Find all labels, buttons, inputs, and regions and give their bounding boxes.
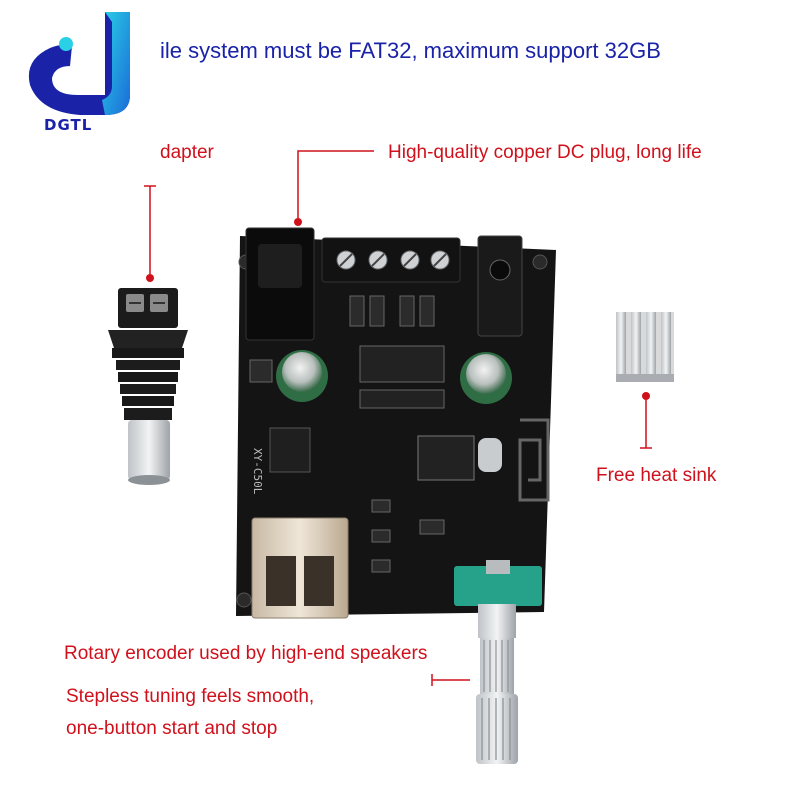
callout-lines	[144, 150, 652, 686]
heat-sink-image	[616, 312, 674, 382]
callout-tuning-line2: one-button start and stop	[66, 718, 278, 739]
header-note: ile system must be FAT32, maximum suppor…	[160, 38, 661, 63]
board-silkscreen-label: XY-C50L	[251, 448, 264, 495]
callout-adapter: dapter	[160, 142, 214, 163]
pcb-board-image: XY-C50L	[236, 227, 556, 764]
dgtl-logo-icon	[28, 12, 130, 115]
callout-dc-plug: High-quality copper DC plug, long life	[388, 142, 702, 163]
callout-dots	[146, 218, 650, 400]
dc-adapter-image	[108, 288, 188, 485]
callout-encoder: Rotary encoder used by high-end speakers	[64, 643, 428, 664]
brand-name: DGTL	[44, 116, 93, 134]
callout-heat-sink: Free heat sink	[596, 465, 717, 486]
callout-tuning-line1: Stepless tuning feels smooth,	[66, 686, 315, 707]
